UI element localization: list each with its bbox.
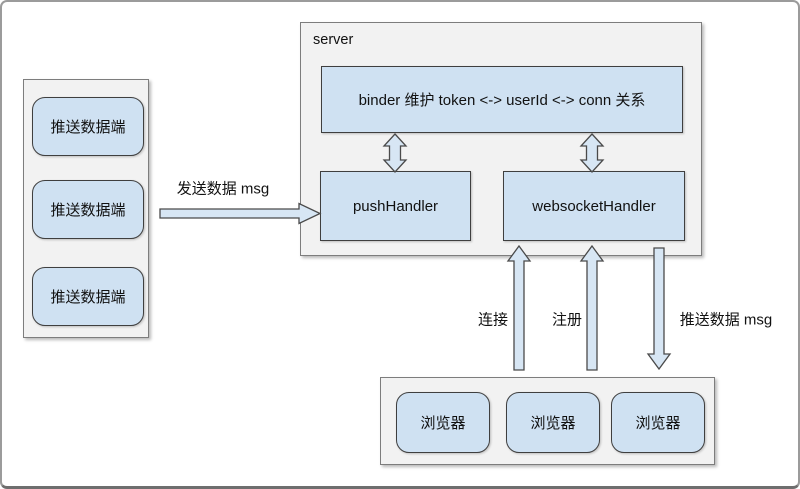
connect-up-arrow bbox=[506, 244, 532, 371]
binder-node: binder 维护 token <-> userId <-> conn 关系 bbox=[321, 66, 683, 133]
binder-label: binder 维护 token <-> userId <-> conn 关系 bbox=[358, 92, 646, 109]
websocket-handler-node: websocketHandler bbox=[503, 171, 685, 241]
browser-node: 浏览器 bbox=[506, 392, 600, 453]
push-handler-label: pushHandler bbox=[352, 197, 439, 215]
register-up-arrow bbox=[579, 244, 605, 371]
websocket-handler-label: websocketHandler bbox=[532, 197, 656, 215]
browser-node: 浏览器 bbox=[396, 392, 490, 453]
push-data-edge-label: 推送数据 msg bbox=[679, 311, 773, 329]
server-group-title: server bbox=[313, 32, 354, 48]
browser-label: 浏览器 bbox=[530, 415, 576, 432]
browser-label: 浏览器 bbox=[420, 415, 466, 432]
push-client-label: 推送数据端 bbox=[50, 202, 126, 219]
push-client-node: 推送数据端 bbox=[32, 267, 144, 326]
push-data-down-arrow bbox=[646, 247, 672, 371]
push-handler-node: pushHandler bbox=[320, 171, 471, 241]
send-data-edge-label: 发送数据 msg bbox=[176, 180, 270, 198]
connect-edge-label: 连接 bbox=[477, 311, 509, 329]
browser-label: 浏览器 bbox=[635, 415, 681, 432]
browser-node: 浏览器 bbox=[611, 392, 705, 453]
push-client-node: 推送数据端 bbox=[32, 97, 144, 156]
browser-group: 浏览器 浏览器 浏览器 bbox=[380, 377, 715, 465]
server-group: server binder 维护 token <-> userId <-> co… bbox=[300, 22, 702, 256]
send-data-arrow bbox=[159, 202, 322, 225]
register-edge-label: 注册 bbox=[551, 311, 583, 329]
push-client-label: 推送数据端 bbox=[50, 119, 126, 136]
push-client-node: 推送数据端 bbox=[32, 180, 144, 239]
push-client-label: 推送数据端 bbox=[50, 289, 126, 306]
push-client-group: 推送数据端 推送数据端 推送数据端 bbox=[23, 79, 149, 338]
